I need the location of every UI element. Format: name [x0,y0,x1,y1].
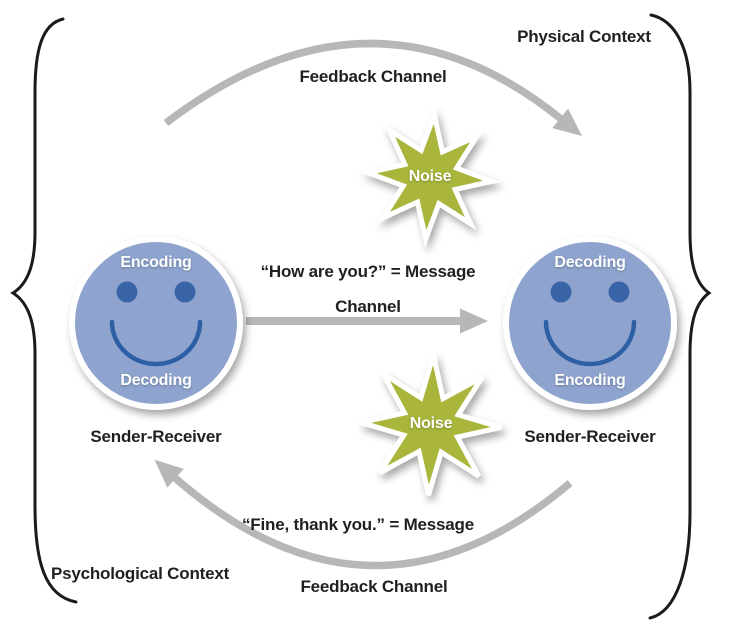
right-sender-receiver-label: Sender-Receiver [524,427,656,446]
left-sender-receiver-label: Sender-Receiver [90,427,222,446]
right-face-right-eye-icon [608,281,630,303]
left-face-smile-icon [109,319,203,367]
feedback-arc-bottom-arrowhead-icon [154,459,184,488]
left-curly-brace [10,17,78,604]
right-curly-brace [648,13,712,620]
noise-star-top-icon [359,106,501,248]
left-face-left-eye-icon [116,281,138,303]
right-face-bottom-label: Encoding [554,372,626,389]
right-face-smile-icon [543,319,637,367]
left-face-right-eye-icon [174,281,196,303]
message-answer-label: “Fine, thank you.” = Message [242,515,474,534]
channel-arrow-head-icon [460,308,488,334]
message-question-label: “How are you?” = Message [260,262,476,281]
right-face-left-eye-icon [550,281,572,303]
right-face-icon [503,236,677,410]
feedback-arc-bottom [171,474,573,570]
feedback-channel-top-label: Feedback Channel [299,67,447,86]
psychological-context-label: Psychological Context [50,564,230,583]
left-face-icon [69,236,243,410]
channel-label: Channel [335,297,401,316]
left-face-top-label: Encoding [120,254,192,271]
noise-bottom-label: Noise [409,415,453,432]
feedback-arc-top-arrowhead-icon [552,108,582,136]
noise-top-label: Noise [408,168,452,185]
physical-context-label: Physical Context [517,27,651,46]
right-face-top-label: Decoding [554,254,626,271]
feedback-channel-bottom-label: Feedback Channel [300,577,448,596]
noise-star-bottom-icon [360,354,502,496]
feedback-arc-top [163,39,564,126]
left-face-bottom-label: Decoding [120,372,192,389]
